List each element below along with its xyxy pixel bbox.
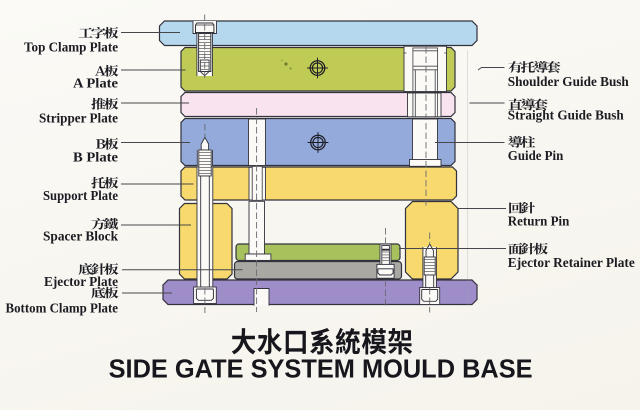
svg-text:Support Plate: Support Plate bbox=[43, 189, 118, 204]
svg-text:SIDE GATE SYSTEM MOULD BASE: SIDE GATE SYSTEM MOULD BASE bbox=[109, 355, 533, 383]
svg-text:Return Pin: Return Pin bbox=[508, 215, 570, 230]
svg-text:Shoulder Guide Bush: Shoulder Guide Bush bbox=[508, 75, 629, 90]
svg-text:Ejector Retainer Plate: Ejector Retainer Plate bbox=[508, 256, 635, 271]
svg-text:Spacer Block: Spacer Block bbox=[43, 230, 118, 245]
svg-text:Bottom Clamp Plate: Bottom Clamp Plate bbox=[6, 301, 119, 316]
svg-text:B Plate: B Plate bbox=[73, 151, 118, 166]
svg-text:Straight Guide Bush: Straight Guide Bush bbox=[508, 108, 624, 123]
svg-text:A Plate: A Plate bbox=[73, 76, 118, 91]
svg-text:Guide Pin: Guide Pin bbox=[508, 149, 564, 164]
svg-text:Stripper Plate: Stripper Plate bbox=[39, 111, 118, 126]
svg-text:Top Clamp Plate: Top Clamp Plate bbox=[24, 41, 118, 56]
svg-text:Ejector Plate: Ejector Plate bbox=[44, 275, 118, 290]
